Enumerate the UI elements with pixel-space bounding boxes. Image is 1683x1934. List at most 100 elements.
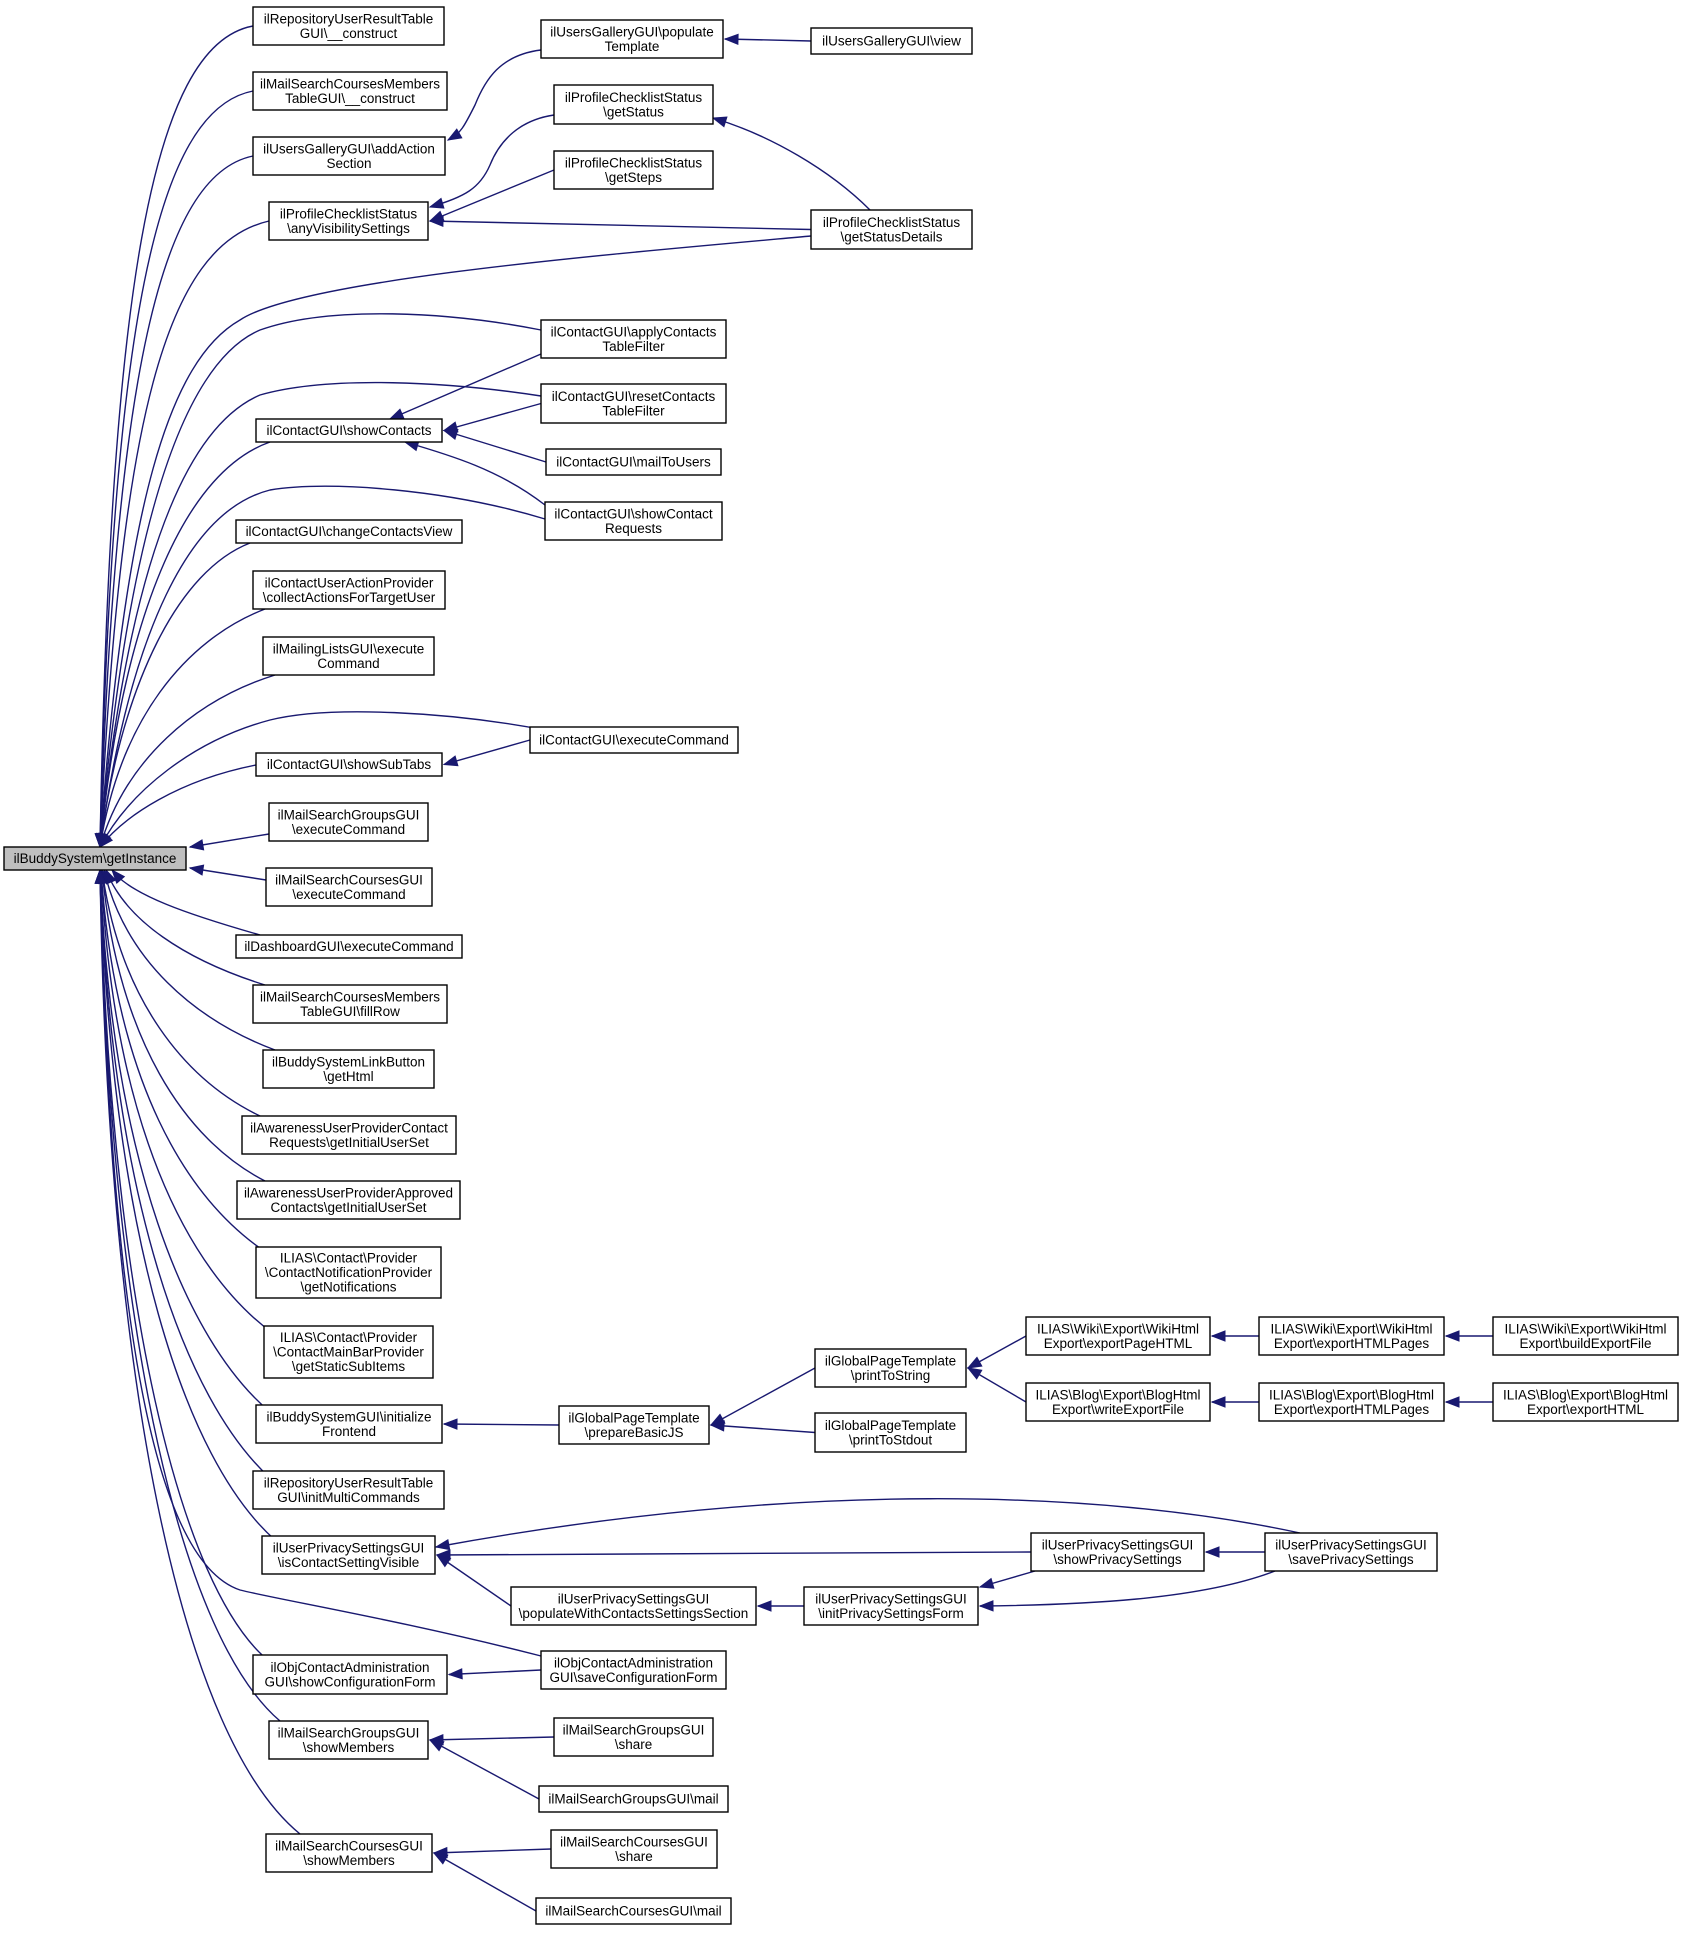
- node-wikiBuildExportFile[interactable]: ILIAS\Wiki\Export\WikiHtmlExport\buildEx…: [1492, 1316, 1679, 1356]
- node-label-line: GUI\__construct: [300, 26, 398, 41]
- edge-mailSearchCoursesShare-to-mailSearchCoursesShowMembers: [433, 1848, 552, 1854]
- node-contactMailToUsers[interactable]: ilContactGUI\mailToUsers: [545, 448, 722, 476]
- node-contactShowContacts[interactable]: ilContactGUI\showContacts: [255, 418, 443, 443]
- node-privacyInitForm[interactable]: ilUserPrivacySettingsGUI\initPrivacySett…: [803, 1586, 979, 1626]
- node-globalPrintToString[interactable]: ilGlobalPageTemplate\printToString: [814, 1348, 967, 1388]
- node-blogExportHTML[interactable]: ILIAS\Blog\Export\BlogHtmlExport\exportH…: [1492, 1382, 1679, 1422]
- node-contactMainBarProvider[interactable]: ILIAS\Contact\Provider\ContactMainBarPro…: [263, 1325, 434, 1379]
- node-label-line: ilContactGUI\executeCommand: [539, 733, 729, 748]
- node-contactShowSubTabs[interactable]: ilContactGUI\showSubTabs: [255, 752, 443, 777]
- node-blogWriteExportFile[interactable]: ILIAS\Blog\Export\BlogHtmlExport\writeEx…: [1025, 1382, 1211, 1422]
- node-privacyPopulateContacts[interactable]: ilUserPrivacySettingsGUI\populateWithCon…: [510, 1586, 757, 1626]
- node-globalPrepareBasicJS[interactable]: ilGlobalPageTemplate\prepareBasicJS: [558, 1405, 710, 1445]
- node-box: [252, 71, 448, 111]
- node-box: [1030, 1532, 1205, 1572]
- node-label-line: ilMailSearchCoursesGUI\mail: [545, 1904, 721, 1919]
- node-buddyLinkButtonGetHtml[interactable]: ilBuddySystemLinkButton\getHtml: [262, 1049, 435, 1089]
- edge-mailSearchGroupsMail-to-mailSearchGroupsShowMembers: [429, 1739, 540, 1800]
- edge-arrowhead: [723, 33, 739, 46]
- node-label-line: Template: [605, 39, 660, 54]
- edge-arrowhead: [442, 755, 459, 767]
- node-privacyShowSettings[interactable]: ilUserPrivacySettingsGUI\showPrivacySett…: [1030, 1532, 1205, 1572]
- node-dashboardExecute[interactable]: ilDashboardGUI\executeCommand: [235, 934, 463, 959]
- node-privacySaveSettings[interactable]: ilUserPrivacySettingsGUI\savePrivacySett…: [1264, 1532, 1438, 1572]
- node-profileGetStatus[interactable]: ilProfileChecklistStatus\getStatus: [553, 84, 714, 125]
- node-label-line: ilUsersGalleryGUI\populate: [550, 24, 714, 39]
- node-contactChangeView[interactable]: ilContactGUI\changeContactsView: [235, 519, 463, 544]
- node-label-line: ilRepositoryUserResultTable: [264, 1475, 434, 1490]
- node-box: [235, 934, 463, 959]
- node-objContactSaveConfig[interactable]: ilObjContactAdministrationGUI\saveConfig…: [540, 1650, 727, 1690]
- node-box: [268, 802, 429, 842]
- node-box: [268, 201, 429, 241]
- node-mailSearchGroupsMail[interactable]: ilMailSearchGroupsGUI\mail: [538, 1785, 729, 1813]
- edge-arrowhead: [978, 1600, 994, 1612]
- node-contactExecuteCommand[interactable]: ilContactGUI\executeCommand: [529, 726, 739, 754]
- edge-contactMainBarProvider-to-root: [100, 869, 276, 1336]
- node-contactNotificationProvider[interactable]: ILIAS\Contact\Provider\ContactNotificati…: [255, 1246, 442, 1299]
- node-blogExportHTMLPages[interactable]: ILIAS\Blog\Export\BlogHtmlExport\exportH…: [1258, 1382, 1445, 1422]
- node-label-line: Export\exportPageHTML: [1044, 1336, 1193, 1351]
- node-mailSearchCoursesMembersFillRow[interactable]: ilMailSearchCoursesMembersTableGUI\fillR…: [252, 984, 448, 1024]
- node-root[interactable]: ilBuddySystem\getInstance: [3, 846, 187, 871]
- node-label-line: Contacts\getInitialUserSet: [270, 1200, 426, 1215]
- edge-profileAnyVisibility-to-root: [99, 220, 270, 848]
- edge-arrowhead: [428, 197, 445, 209]
- node-mailSearchCoursesMail[interactable]: ilMailSearchCoursesGUI\mail: [535, 1897, 732, 1925]
- node-profileGetStatusDetails[interactable]: ilProfileChecklistStatus\getStatusDetail…: [810, 209, 973, 250]
- node-privacyIsContactVisible[interactable]: ilUserPrivacySettingsGUI\isContactSettin…: [261, 1535, 436, 1575]
- node-globalPrintToStdout[interactable]: ilGlobalPageTemplate\printToStdout: [814, 1412, 967, 1453]
- edge-buddyLinkButtonGetHtml-to-root: [103, 869, 276, 1051]
- node-label-line: Export\buildExportFile: [1519, 1336, 1651, 1351]
- node-box: [252, 570, 446, 610]
- node-awarenessApprovedContacts[interactable]: ilAwarenessUserProviderApprovedContacts\…: [236, 1180, 461, 1220]
- node-mailSearchCoursesExecute[interactable]: ilMailSearchCoursesGUI\executeCommand: [265, 867, 433, 907]
- node-objContactShowConfig[interactable]: ilObjContactAdministrationGUI\showConfig…: [252, 1654, 448, 1695]
- edge-contactShowSubTabs-to-root: [99, 764, 257, 848]
- node-box: [3, 846, 187, 871]
- edge-contactExecuteCommand-to-root: [99, 711, 546, 848]
- edge-arrowhead: [1210, 1396, 1226, 1408]
- node-repoResultConstruct[interactable]: ilRepositoryUserResultTableGUI\__constru…: [252, 6, 445, 46]
- node-mailingListsExecute[interactable]: ilMailingListsGUI\executeCommand: [262, 636, 435, 676]
- node-mailSearchGroupsShare[interactable]: ilMailSearchGroupsGUI\share: [553, 1717, 714, 1757]
- node-label-line: ilProfileChecklistStatus: [565, 155, 703, 170]
- edge-privacyIsContactVisible-to-root: [99, 869, 276, 1541]
- edge-mailSearchGroupsShowMembers-to-root: [99, 869, 281, 1722]
- node-profileGetSteps[interactable]: ilProfileChecklistStatus\getSteps: [553, 150, 714, 190]
- node-box: [810, 27, 973, 55]
- edge-arrowhead: [111, 868, 126, 884]
- node-usersGalleryView[interactable]: ilUsersGalleryGUI\view: [810, 27, 973, 55]
- node-mailSearchCoursesShowMembers[interactable]: ilMailSearchCoursesGUI\showMembers: [265, 1833, 433, 1873]
- node-label-line: \printToString: [851, 1368, 931, 1383]
- node-contactUserActionProvider[interactable]: ilContactUserActionProvider\collectActio…: [252, 570, 446, 610]
- node-wikiExportHTMLPages[interactable]: ILIAS\Wiki\Export\WikiHtmlExport\exportH…: [1258, 1316, 1445, 1356]
- node-box: [235, 519, 463, 544]
- node-label-line: ilUsersGalleryGUI\addAction: [263, 141, 435, 156]
- node-box: [553, 84, 714, 125]
- node-mailSearchCoursesShare[interactable]: ilMailSearchCoursesGUI\share: [550, 1829, 718, 1869]
- node-repoResultInitMulti[interactable]: ilRepositoryUserResultTableGUI\initMulti…: [252, 1470, 445, 1510]
- node-mailSearchGroupsShowMembers[interactable]: ilMailSearchGroupsGUI\showMembers: [268, 1720, 429, 1760]
- node-label-line: GUI\showConfigurationForm: [264, 1674, 435, 1689]
- edge-privacySaveSettings-to-privacyInitForm: [979, 1570, 1276, 1607]
- edge-mailSearchGroupsShare-to-mailSearchGroupsShowMembers: [429, 1736, 555, 1741]
- node-label-line: ilContactGUI\resetContacts: [552, 389, 716, 404]
- node-mailSearchGroupsExecute[interactable]: ilMailSearchGroupsGUI\executeCommand: [268, 802, 429, 842]
- node-mailSearchCoursesMembersConstruct[interactable]: ilMailSearchCoursesMembersTableGUI\__con…: [252, 71, 448, 111]
- node-wikiExportPageHTML[interactable]: ILIAS\Wiki\Export\WikiHtmlExport\exportP…: [1025, 1316, 1211, 1356]
- edge-globalPrintToStdout-to-globalPrepareBasicJS: [710, 1424, 816, 1434]
- edge-mailSearchCoursesMembersConstruct-to-root: [99, 90, 254, 848]
- node-awarenessContactRequests[interactable]: ilAwarenessUserProviderContactRequests\g…: [241, 1115, 457, 1155]
- node-profileAnyVisibility[interactable]: ilProfileChecklistStatus\anyVisibilitySe…: [268, 201, 429, 241]
- node-label-line: ilUserPrivacySettingsGUI: [815, 1591, 967, 1606]
- node-label-line: \initPrivacySettingsForm: [818, 1606, 964, 1621]
- edge-globalPrepareBasicJS-to-buddySystemInitFrontend: [443, 1423, 560, 1426]
- edge-arrowhead: [1444, 1396, 1460, 1408]
